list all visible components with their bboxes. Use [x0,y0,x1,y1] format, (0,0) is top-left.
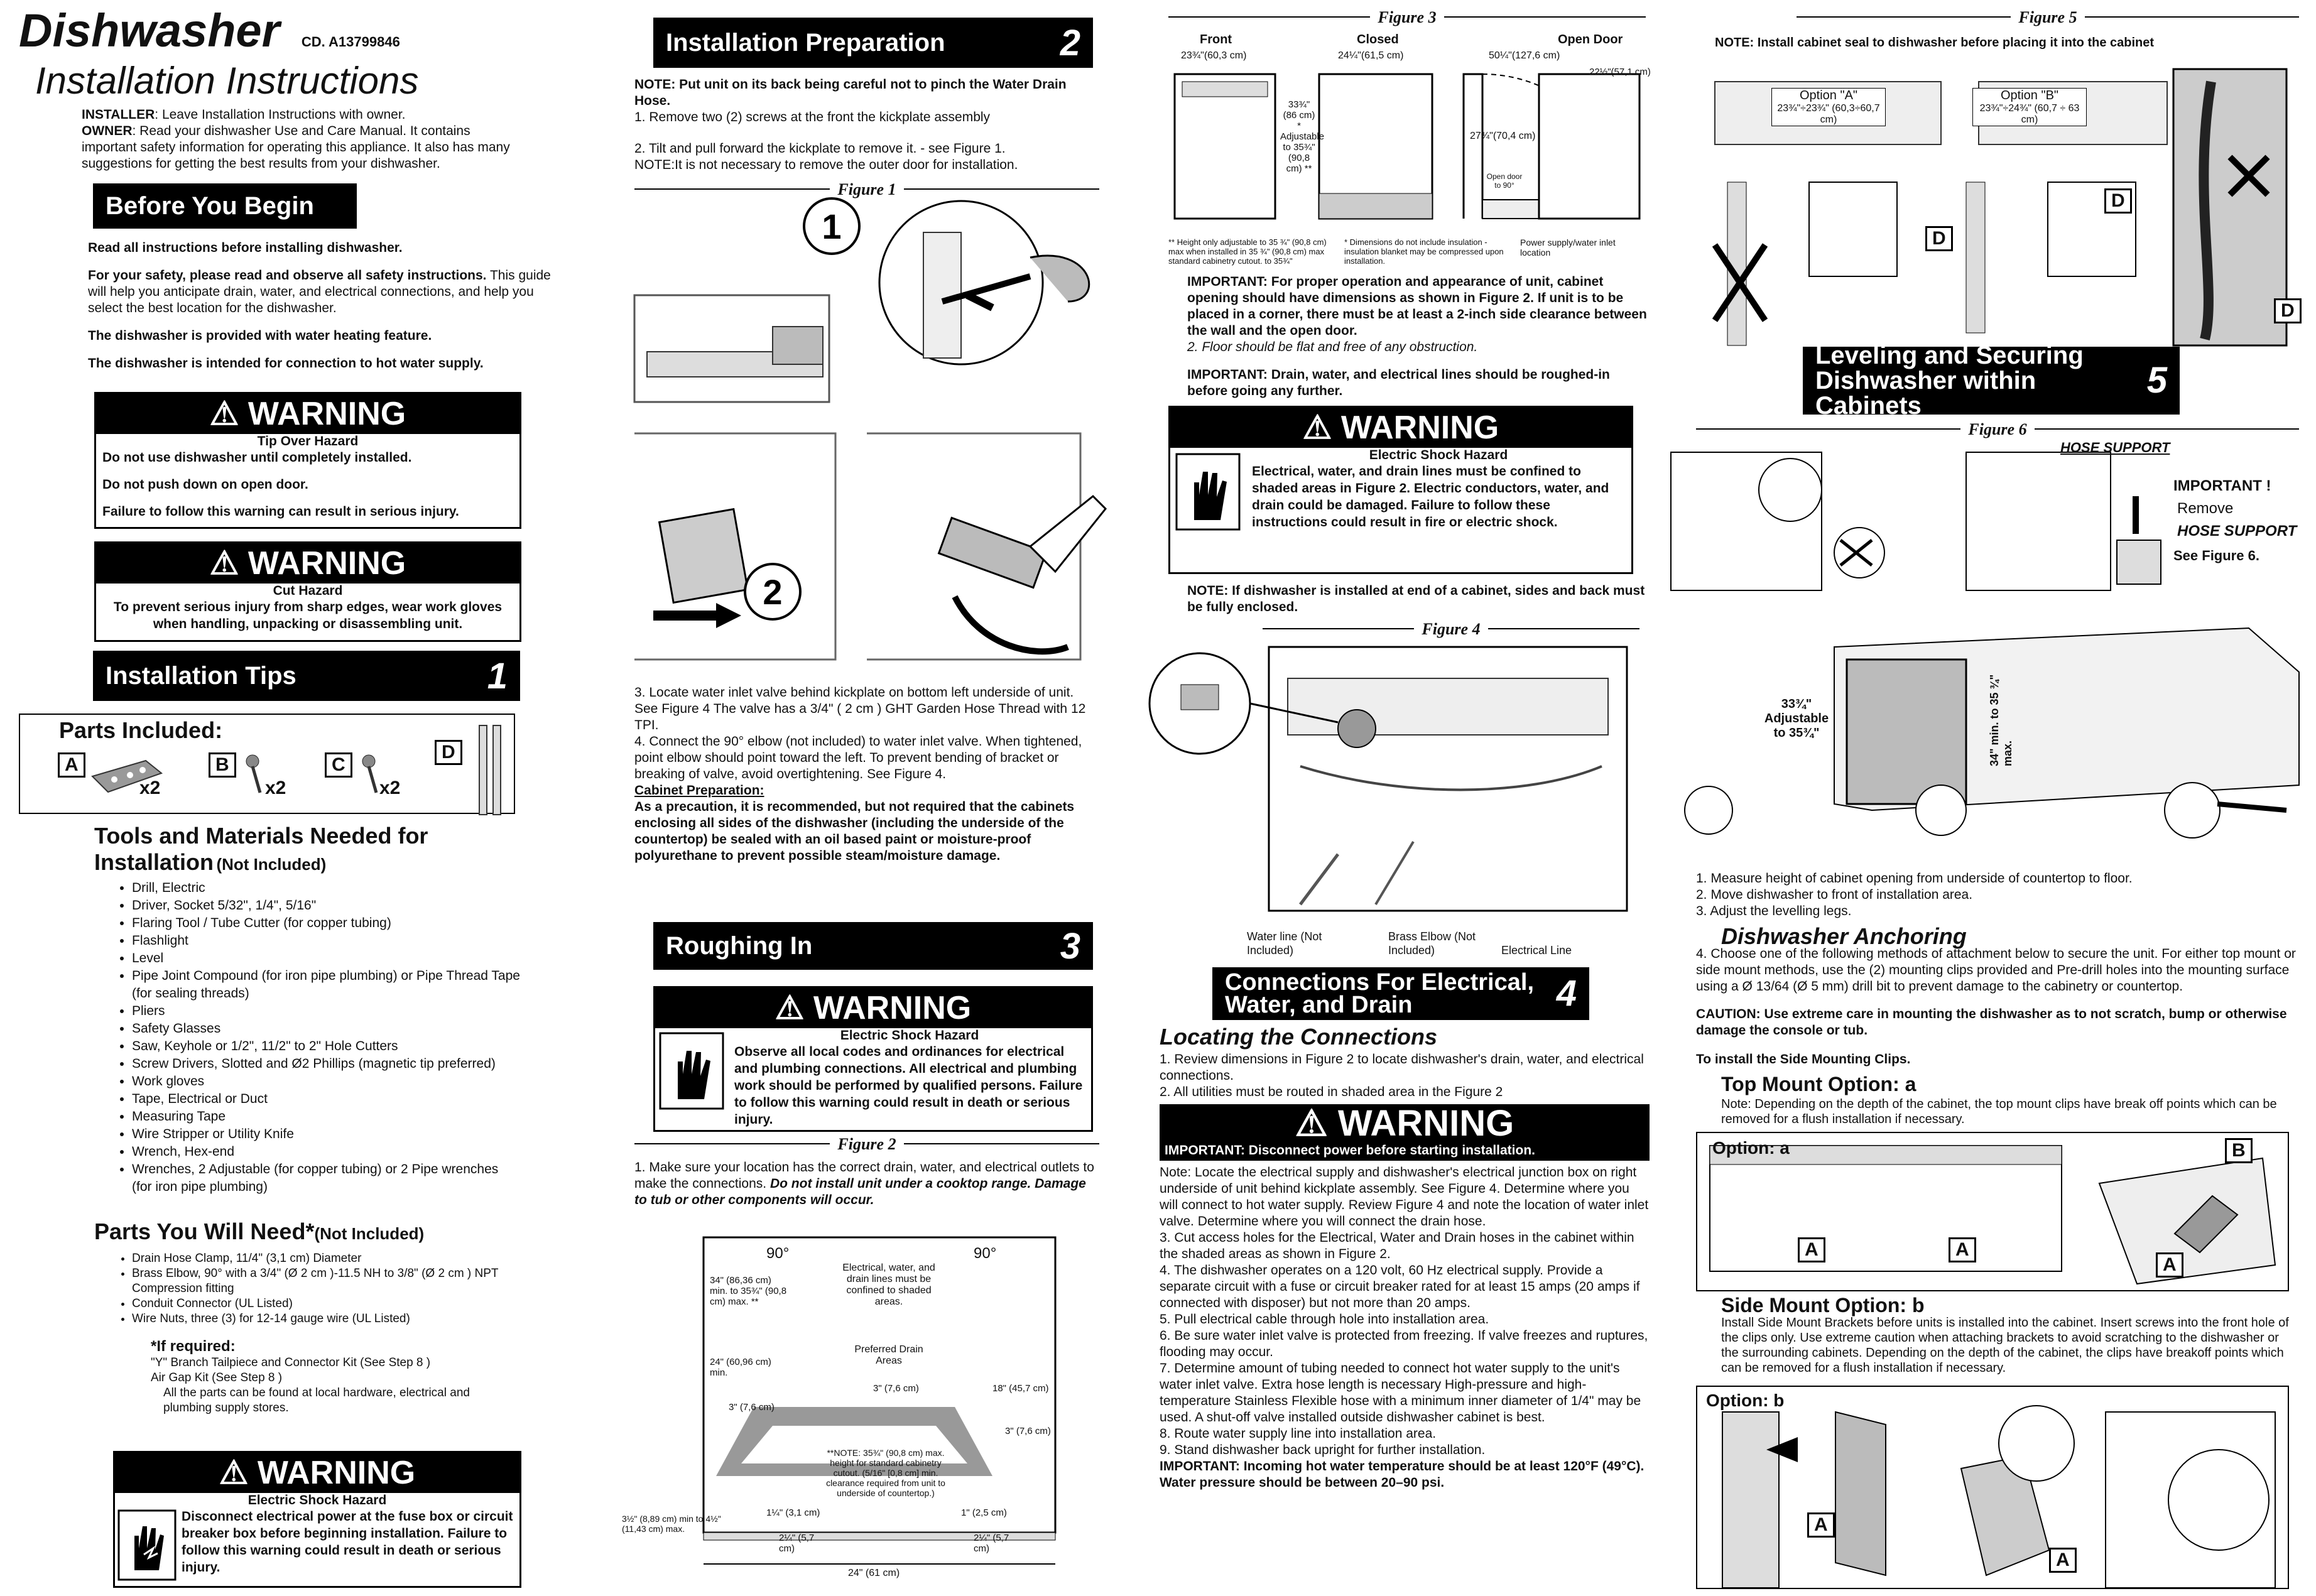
part-label-d: D [435,740,462,765]
svg-text:2: 2 [763,572,782,612]
part-label-c: C [325,752,352,778]
hose-support-label: HOSE SUPPORT [2060,440,2170,455]
seal-d-icon [479,725,487,815]
height-min-max-label: 34" min. to 35 ¾" max. [1988,674,2014,766]
figure-2-diagram: 90° 90° 34" (86,36 cm) min. to 35¾" (90,… [622,1236,1093,1589]
column-1: Dishwasher CD. A13799846 Installation In… [19,0,551,1596]
prep-text: NOTE: Put unit on its back being careful… [634,77,1067,172]
column-3: Figure 3 Front Closed Open Door 23¾"(60,… [1148,0,1652,1596]
warning-tip-over: ⚠ WARNING Tip Over Hazard Do not use dis… [94,392,521,529]
roughing-important: IMPORTANT: For proper operation and appe… [1187,274,1647,398]
svg-text:1: 1 [822,207,841,246]
figure-6-bottom-illustration [1684,627,2300,839]
parts-needed-section: Parts You Will Need*(Not Included) Drain… [94,1219,521,1416]
section-connections: Connections For Electrical, Water, and D… [1212,967,1589,1020]
section-leveling-securing: Leveling and Securing Dishwasher within … [1803,343,2180,418]
figure-6-caption: Figure 6 [1696,420,2299,438]
option-b-box: Option "B" 23¾"÷24¾" (60,7 ÷ 63 cm) [1972,88,2087,126]
figure-5-label-d: D [1925,226,1953,251]
warning-electric-shock-3: ⚠ WARNING Electric Shock Hazard Electric… [1168,406,1633,574]
prep-steps-3-4: 3. Locate water inlet valve behind kickp… [634,685,1086,863]
figure-1-illustration: 1 2 [633,197,1107,661]
warning-disconnect-power: ⚠ WARNING IMPORTANT: Disconnect power be… [1160,1104,1650,1161]
option-b-illustration: Option: b A A [1696,1386,2289,1589]
bracket-a-icon [91,759,163,793]
warning-header: ⚠ WARNING [96,394,519,434]
connections-steps: Note: Locate the electrical supply and d… [1160,1165,1649,1490]
label-brass-elbow: Brass Elbow (Not Included) [1388,930,1476,957]
anchoring-text: 4. Choose one of the following methods o… [1696,947,2296,1067]
option-a-illustration: Option: a A A B A [1696,1132,2289,1291]
electric-hand-icon [1175,453,1241,531]
height-adjustable-label: 33¾" Adjustable to 35¾" [1764,697,1829,740]
top-mount-note: Note: Depending on the depth of the cabi… [1721,1097,2277,1126]
screw-b-icon [246,754,262,793]
part-label-a: A [58,752,85,778]
doc-code: CD. A13799846 [301,34,400,50]
connections-steps-1-2: 1. Review dimensions in Figure 2 to loca… [1160,1052,1644,1099]
leveling-steps: 1. Measure height of cabinet opening fro… [1696,871,2133,918]
figure-5-caption: Figure 5 [1797,8,2299,26]
roughing-note: NOTE: If dishwasher is installed at end … [1187,584,1645,614]
label-water-line: Water line (Not Included) [1247,930,1322,957]
figure-4-caption: Figure 4 [1263,620,1639,638]
electric-hand-icon [659,1032,724,1110]
figure-2-caption: Figure 2 [634,1135,1099,1153]
option-a-box: Option "A" 23¾"÷23¾" (60,3÷60,7 cm) [1771,88,1886,126]
anchoring-title: Dishwasher Anchoring [1721,923,1967,949]
top-mount-title: Top Mount Option: a [1721,1073,1916,1095]
figure-5-note: NOTE: Install cabinet seal to dishwasher… [1715,36,2155,50]
figure-6-top-illustration [1670,452,2161,591]
section-before-you-begin: Before You Begin [93,183,357,229]
electric-hand-icon [117,1509,177,1581]
figure-5-label-d2: D [2104,188,2132,214]
parts-needed-list: Drain Hose Clamp, 11/4" (3,1 cm) Diamete… [94,1251,521,1327]
warning-electric-shock-2: ⚠ WARNING Electric Shock Hazard Observe … [653,986,1093,1132]
seal-d2-icon [492,725,501,815]
figure-4-illustration [1148,646,1628,912]
figure-5-label-d3: D [2274,298,2302,323]
figure-1-caption: Figure 1 [634,180,1099,198]
label-electrical-line: Electrical Line [1501,944,1572,957]
locating-connections-title: Locating the Connections [1160,1024,1438,1050]
column-4: Figure 5 NOTE: Install cabinet seal to d… [1670,0,2302,1596]
doc-title: Dishwasher CD. A13799846 [19,4,400,57]
tools-section: Tools and Materials Needed for Installat… [94,823,521,1196]
tools-list: Drill, Electric Driver, Socket 5/32", 1/… [94,879,521,1196]
parts-included: Parts Included: A x2 B x2 C x2 D [19,714,515,815]
side-mount-title: Side Mount Option: b [1721,1294,1925,1316]
warning-electric-shock-1: ⚠ WARNING Electric Shock Hazard Disconne… [113,1451,521,1588]
doc-subtitle: Installation Instructions [35,60,419,102]
side-mount-text: Install Side Mount Brackets before units… [1721,1316,2289,1375]
screw-c-icon [362,754,378,793]
figure-3-caption: Figure 3 [1168,8,1646,26]
warning-cut-hazard: ⚠ WARNING Cut Hazard To prevent serious … [94,541,521,642]
part-label-b: B [209,752,236,778]
intro: INSTALLER: Leave Installation Instructio… [82,107,510,171]
before-text: Read all instructions before installing … [88,241,551,371]
figure-3-diagram: Front Closed Open Door 23¾"(60,3 cm) 24¼… [1168,33,1651,266]
roughing-step-1: 1. Make sure your location has the corre… [634,1160,1094,1207]
